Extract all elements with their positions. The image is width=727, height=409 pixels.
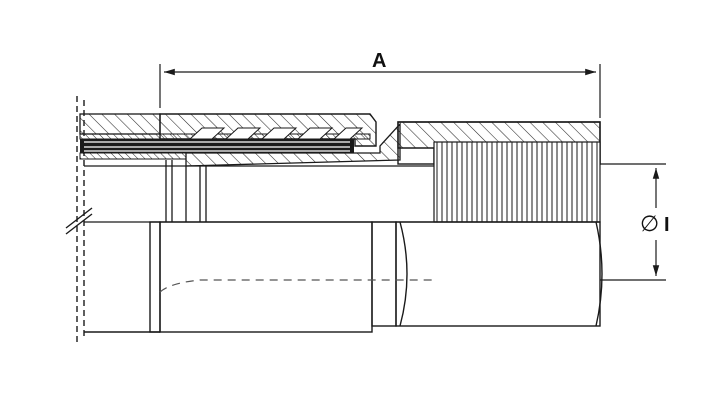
dimension-i-label: I xyxy=(664,214,670,236)
crimp-socket-section xyxy=(159,113,377,147)
fitting-exterior-view xyxy=(84,221,603,333)
diameter-symbol: ∅ xyxy=(640,212,659,237)
dimension-a xyxy=(159,64,601,118)
internal-thread xyxy=(433,141,601,223)
dimension-i-label-background xyxy=(640,208,684,240)
dimension-a-label: A xyxy=(372,50,386,72)
